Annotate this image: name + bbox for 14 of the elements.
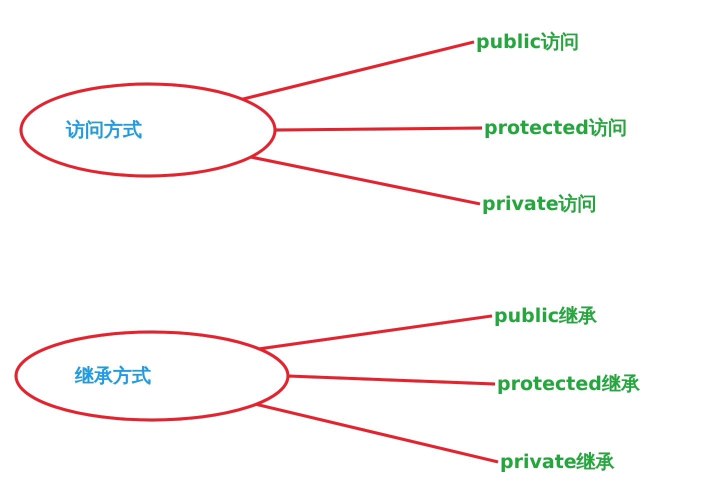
connector-line	[242, 40, 474, 101]
connector-line	[288, 374, 496, 386]
text-label: protected继承	[497, 374, 640, 394]
text-label: protected访问	[484, 118, 627, 138]
connector-line	[258, 314, 492, 350]
text-label: private继承	[500, 452, 615, 472]
ellipse-label: 继承方式	[75, 366, 151, 386]
connector-line	[250, 156, 480, 206]
connector-line	[274, 126, 482, 132]
connector-line	[256, 402, 498, 464]
text-label: private访问	[482, 194, 597, 214]
ellipse-label: 访问方式	[66, 120, 142, 140]
text-label: public访问	[476, 32, 580, 52]
text-label: public继承	[494, 306, 598, 326]
